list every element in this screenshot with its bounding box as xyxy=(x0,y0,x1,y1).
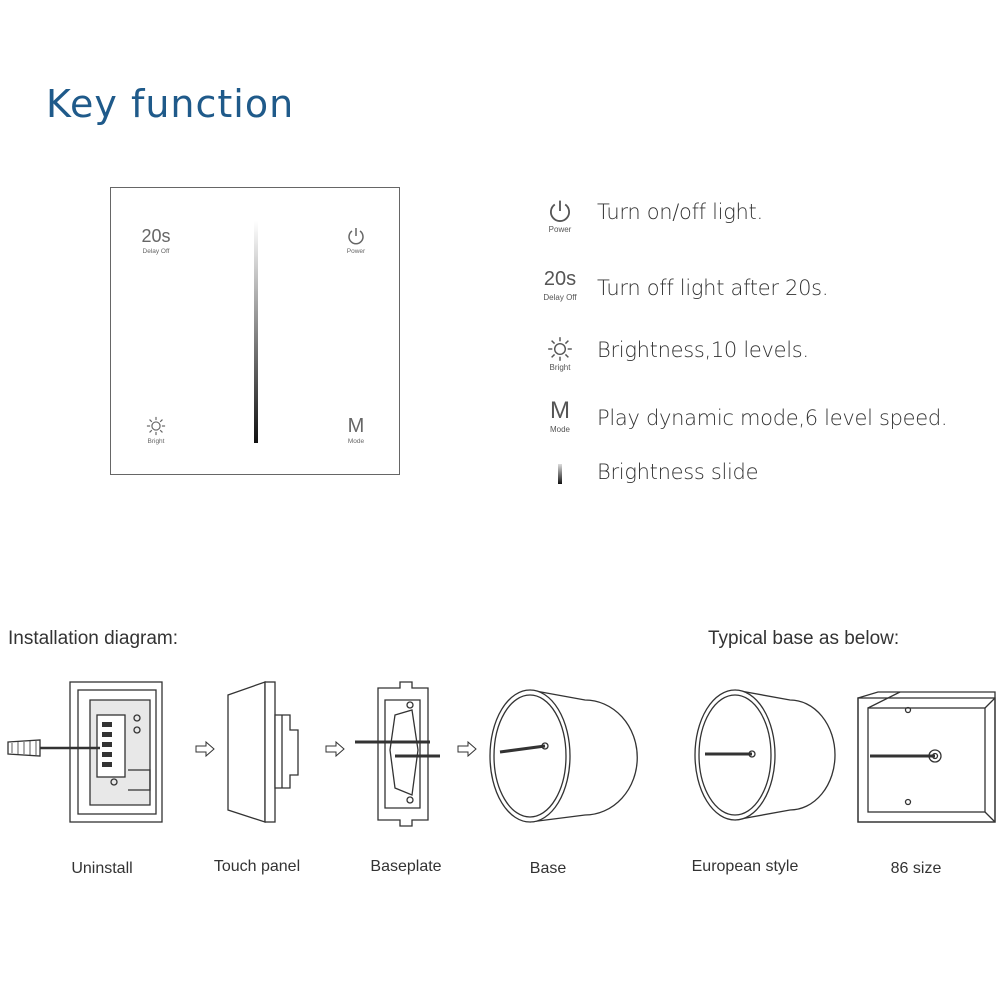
legend-text: Brightness slide xyxy=(597,460,759,484)
uninstall-caption: Uninstall xyxy=(71,860,133,877)
panel-delay-button: 20s Delay Off xyxy=(126,226,186,255)
slider-icon xyxy=(558,464,562,484)
european-base-illustration xyxy=(694,689,836,821)
86-base-illustration xyxy=(857,691,996,823)
panel-mode-caption: Mode xyxy=(347,438,365,445)
legend-caption: Delay Off xyxy=(543,293,577,302)
base-illustration xyxy=(489,689,638,823)
legend-text: Play dynamic mode,6 level speed. xyxy=(597,406,948,430)
legend-power-icon-group: Power xyxy=(540,198,580,234)
legend-caption: Mode xyxy=(549,425,570,434)
legend-delay-icon-group: 20s Delay Off xyxy=(540,266,580,302)
european-style-caption: European style xyxy=(691,858,799,875)
panel-bright-button: Bright xyxy=(126,416,186,445)
legend-text: Brightness,10 levels. xyxy=(597,338,809,362)
uninstall-illustration xyxy=(7,681,163,823)
sun-icon xyxy=(146,416,166,436)
panel-delay-symbol: 20s xyxy=(141,226,171,246)
86-size-caption: 86 size xyxy=(890,860,942,877)
installation-illustrations xyxy=(7,681,996,827)
panel-power-caption: Power xyxy=(346,248,366,255)
arrow-icon xyxy=(325,740,345,758)
arrow-icon xyxy=(457,740,477,758)
touch-panel-illustration xyxy=(227,681,299,823)
legend-row-mode: M Mode Play dynamic mode,6 level speed. xyxy=(540,398,980,442)
legend-caption: Bright xyxy=(549,363,571,372)
touch-panel-front: 20s Delay Off Power Bright M Mode xyxy=(110,187,400,475)
legend-row-delay: 20s Delay Off Turn off light after 20s. xyxy=(540,266,980,310)
brightness-slider xyxy=(254,221,258,443)
panel-power-button: Power xyxy=(326,226,386,255)
installation-label: Installation diagram: xyxy=(8,628,179,649)
baseplate-caption: Baseplate xyxy=(370,858,442,875)
power-icon xyxy=(550,200,570,222)
legend-caption: Power xyxy=(548,225,572,234)
legend-text: Turn off light after 20s. xyxy=(597,276,829,300)
sun-icon xyxy=(548,337,572,361)
base-caption: Base xyxy=(529,860,567,877)
power-icon xyxy=(348,228,364,245)
legend-text: Turn on/off light. xyxy=(597,200,763,224)
panel-mode-button: M Mode xyxy=(326,416,386,445)
arrow-icon xyxy=(195,740,215,758)
legend-slider-icon-group xyxy=(540,456,580,484)
panel-bright-caption: Bright xyxy=(147,438,165,445)
typical-base-label: Typical base as below: xyxy=(708,628,900,649)
panel-delay-caption: Delay Off xyxy=(142,248,170,255)
baseplate-illustration xyxy=(355,681,440,827)
legend-row-bright: Bright Brightness,10 levels. xyxy=(540,336,980,380)
mode-icon: M xyxy=(550,397,570,424)
page-title: Key function xyxy=(46,82,295,126)
legend-bright-icon-group: Bright xyxy=(540,336,580,372)
legend-row-slider: Brightness slide xyxy=(540,456,980,500)
legend-row-power: Power Turn on/off light. xyxy=(540,198,980,242)
legend-mode-icon-group: M Mode xyxy=(540,397,580,435)
delay-icon: 20s xyxy=(543,268,577,290)
panel-mode-symbol: M xyxy=(347,415,365,437)
touch-panel-caption: Touch panel xyxy=(213,858,301,875)
